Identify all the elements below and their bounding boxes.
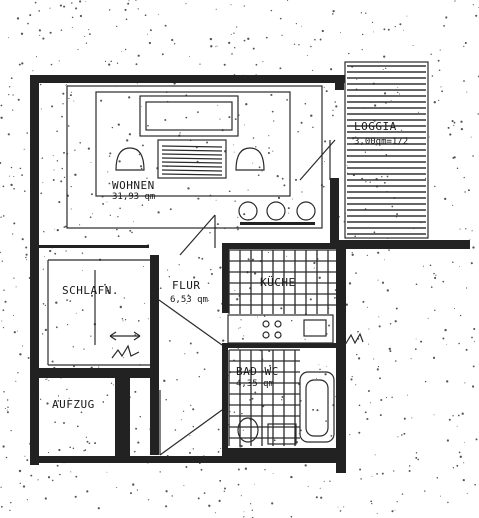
- room-area-flur: 6,53 qm: [170, 295, 208, 305]
- loggia-hatching: [344, 61, 429, 239]
- walls: [30, 75, 470, 473]
- interior-lines: [47, 85, 336, 456]
- room-name-flur: FLUR: [172, 279, 201, 292]
- room-name-kueche: KÜCHE: [260, 276, 296, 289]
- room-name-bad-wc: BAD-WC: [236, 365, 279, 378]
- kitchen-tiles: [228, 249, 336, 314]
- room-name-schlafn: SCHLAFN.: [62, 284, 119, 297]
- room-name-loggia: LOGGIA: [354, 120, 397, 133]
- room-area-bad-wc: 4,35 qm: [236, 379, 274, 389]
- bathtub-icon: [299, 371, 335, 443]
- sink-icon: [303, 319, 327, 337]
- room-name-aufzug: AUFZUG: [52, 398, 95, 411]
- room-name-wohnen: WOHNEN: [112, 179, 155, 192]
- plant-icon: [111, 332, 364, 359]
- bath-tiles: [228, 349, 300, 446]
- door-swing-icon: [179, 214, 216, 256]
- dining-table-icon: [115, 95, 316, 225]
- room-labels: WOHNEN 31,93 qm LOGGIA 3,00qm=1/2 SCHLAF…: [52, 120, 408, 411]
- window-arrow-icon: [109, 331, 141, 341]
- stove-icon: [227, 314, 334, 344]
- room-area-loggia: 3,00qm=1/2: [354, 137, 408, 147]
- toilet-icon: [237, 417, 297, 445]
- room-area-wohnen: 31,93 qm: [112, 192, 155, 202]
